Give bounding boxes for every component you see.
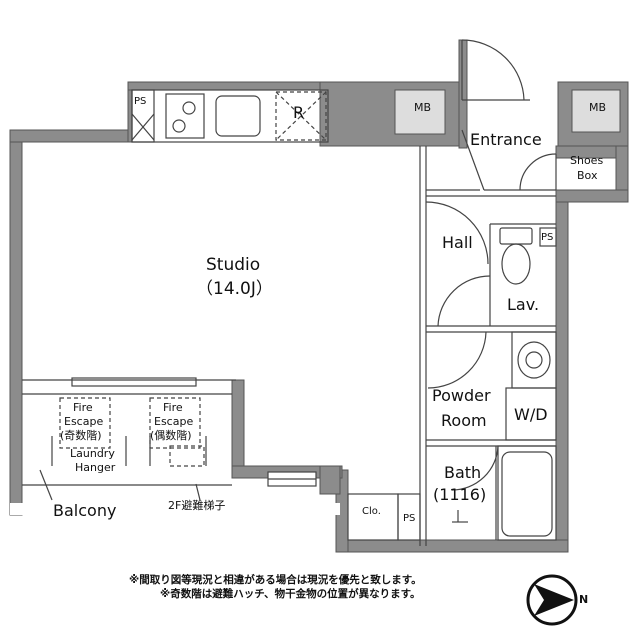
fire-escape-1-line2: Escape — [64, 415, 104, 428]
ladder-2f: 2F避難梯子 — [168, 499, 226, 512]
room-hall: Hall — [442, 233, 473, 252]
note-1: ※間取り図等現況と相違がある場合は現況を優先と致します。 — [129, 574, 422, 586]
note-2: ※奇数階は避難ハッチ、物干金物の位置が異なります。 — [160, 588, 421, 600]
room-powder-line1: Powder — [432, 386, 491, 405]
ps-lav: PS — [541, 232, 554, 243]
mb-right: MB — [589, 101, 607, 114]
shoes-box-line1: Shoes — [570, 154, 604, 167]
fire-escape-1-line3: (奇数階) — [60, 429, 102, 442]
room-balcony: Balcony — [53, 501, 117, 520]
ps-bath: PS — [403, 513, 416, 524]
mb-left: MB — [414, 101, 432, 114]
compass-north-label: N — [579, 593, 589, 606]
room-bath-name: Bath — [444, 463, 482, 482]
laundry-hanger-line1: Laundry — [70, 447, 115, 460]
fire-escape-2-line1: Fire — [163, 401, 183, 414]
room-studio-size: （14.0J） — [196, 279, 273, 299]
room-powder-line2: Room — [441, 411, 487, 430]
room-bath-size: (1116) — [433, 485, 487, 504]
walls — [9, 39, 629, 553]
ps-kitchen: PS — [134, 96, 147, 107]
room-lav: Lav. — [507, 295, 540, 314]
shoes-box-line2: Box — [577, 169, 598, 182]
laundry-hanger-line2: Hanger — [75, 461, 116, 474]
room-closet: Clo. — [362, 506, 381, 517]
compass — [526, 574, 578, 626]
room-wd: W/D — [514, 405, 548, 424]
refrigerator-label: R — [293, 103, 305, 122]
interior-lines — [22, 39, 557, 546]
fire-escape-1-line1: Fire — [73, 401, 93, 414]
fire-escape-2-line3: (偶数階) — [150, 429, 192, 442]
room-entrance: Entrance — [470, 130, 542, 149]
room-studio-name: Studio — [206, 255, 261, 275]
fire-escape-2-line2: Escape — [154, 415, 194, 428]
